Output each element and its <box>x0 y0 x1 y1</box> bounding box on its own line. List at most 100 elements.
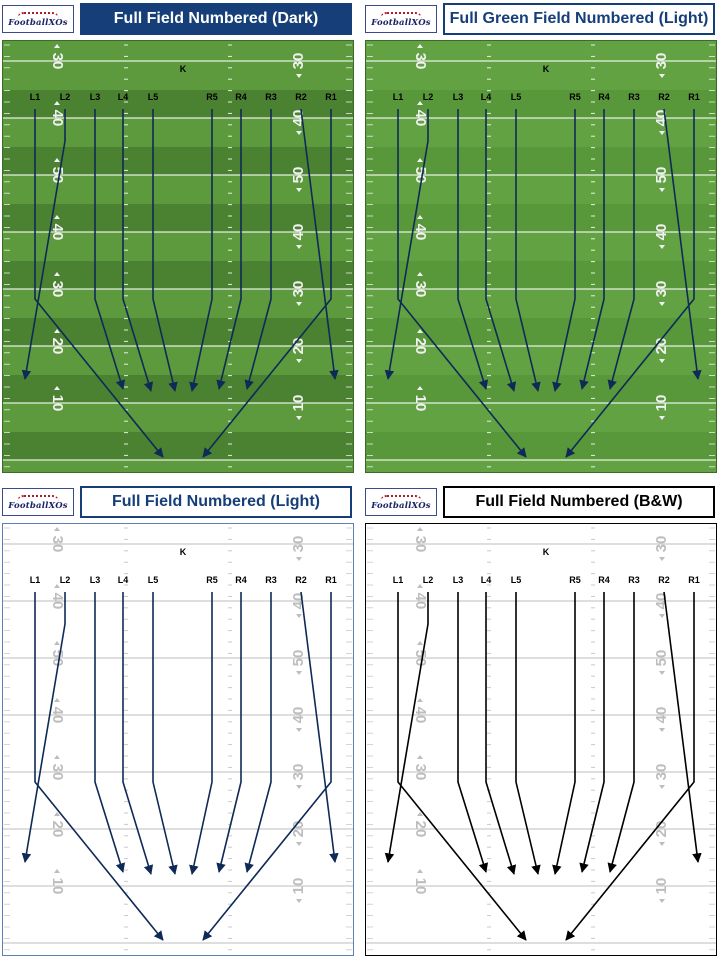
yard-direction-icon <box>296 557 302 561</box>
turf-stripe <box>366 346 716 375</box>
player-label-l5: L5 <box>147 92 159 102</box>
player-label-r1: R1 <box>688 92 700 102</box>
yard-direction-icon <box>54 812 60 816</box>
yard-number-right: 10 <box>653 395 670 412</box>
route-arrow <box>122 109 154 392</box>
turf-stripe <box>3 375 353 403</box>
player-label-l5: L5 <box>510 92 522 102</box>
yard-direction-icon <box>659 188 665 192</box>
yard-direction-icon <box>54 215 60 219</box>
route-arrow <box>189 109 213 392</box>
yard-direction-icon <box>417 215 423 219</box>
turf-stripe <box>3 118 353 147</box>
yard-direction-icon <box>659 359 665 363</box>
yard-number-right: 40 <box>290 110 307 127</box>
yard-direction-icon <box>54 44 60 48</box>
yard-number-right: 30 <box>290 764 307 781</box>
yard-number-right: 40 <box>290 593 307 610</box>
yard-direction-icon <box>296 416 302 420</box>
route-arrow <box>300 591 339 863</box>
yard-number-left: 10 <box>412 878 429 895</box>
yard-number-left: 10 <box>412 395 429 412</box>
panel-title: Full Field Numbered (Dark) <box>80 3 352 35</box>
yard-number-right: 50 <box>653 167 670 184</box>
yard-number-left: 50 <box>49 167 66 184</box>
yard-number-left: 40 <box>412 110 429 127</box>
yard-direction-icon <box>296 728 302 732</box>
route-arrow <box>607 109 635 390</box>
turf-stripe <box>366 175 716 204</box>
player-label-r3: R3 <box>265 575 277 585</box>
route-arrow <box>565 592 695 941</box>
yard-number-right: 30 <box>290 281 307 298</box>
route-arrow <box>152 592 178 875</box>
player-label-r5: R5 <box>206 575 218 585</box>
turf-stripe <box>366 90 716 118</box>
yard-number-right: 10 <box>290 878 307 895</box>
yard-direction-icon <box>417 641 423 645</box>
player-label-l3: L3 <box>89 575 101 585</box>
yard-number-right: 40 <box>653 593 670 610</box>
logo-text: FootballXOs <box>371 501 431 511</box>
yard-direction-icon <box>659 74 665 78</box>
yard-direction-icon <box>659 557 665 561</box>
yard-direction-icon <box>296 671 302 675</box>
yard-direction-icon <box>417 698 423 702</box>
route-arrow <box>94 109 126 390</box>
route-arrow <box>34 109 164 458</box>
turf-stripe <box>3 175 353 204</box>
player-label-r5: R5 <box>569 575 581 585</box>
yard-direction-icon <box>659 614 665 618</box>
player-label-l2: L2 <box>422 92 434 102</box>
player-label-l4: L4 <box>480 575 492 585</box>
route-arrow <box>216 592 242 873</box>
yard-number-right: 20 <box>653 338 670 355</box>
route-arrow <box>663 591 702 863</box>
footballxos-logo: FootballXOs <box>365 488 437 516</box>
route-arrow <box>552 592 576 875</box>
panel-title: Full Field Numbered (Light) <box>80 486 352 518</box>
yard-direction-icon <box>296 359 302 363</box>
route-arrow <box>565 109 695 458</box>
yard-direction-icon <box>417 386 423 390</box>
player-label-l1: L1 <box>29 575 41 585</box>
panel-p1: FootballXOs Full Green Field Numbered (Li… <box>363 0 717 473</box>
route-arrow <box>552 109 576 392</box>
yard-number-left: 20 <box>412 821 429 838</box>
yard-direction-icon <box>417 812 423 816</box>
player-label-l3: L3 <box>89 92 101 102</box>
turf-stripe <box>3 261 353 289</box>
player-label-r4: R4 <box>598 575 610 585</box>
panel-title: Full Green Field Numbered (Light) <box>443 3 715 35</box>
player-label-r2: R2 <box>658 92 670 102</box>
yard-direction-icon <box>54 869 60 873</box>
turf-stripe <box>366 261 716 289</box>
route-arrow <box>607 592 635 873</box>
yard-number-left: 40 <box>412 707 429 724</box>
yard-direction-icon <box>417 755 423 759</box>
route-arrow <box>244 592 272 873</box>
route-arrow <box>397 592 527 941</box>
yard-number-right: 30 <box>653 536 670 553</box>
player-label-r1: R1 <box>325 575 337 585</box>
yard-direction-icon <box>296 614 302 618</box>
route-arrow <box>122 592 154 875</box>
footballxos-logo: FootballXOs <box>365 5 437 33</box>
logo-text: FootballXOs <box>371 18 431 28</box>
yard-number-right: 20 <box>653 821 670 838</box>
yard-direction-icon <box>659 671 665 675</box>
yard-direction-icon <box>296 74 302 78</box>
yard-number-left: 10 <box>49 395 66 412</box>
yard-number-left: 40 <box>49 707 66 724</box>
player-label-l4: L4 <box>117 575 129 585</box>
route-arrow <box>384 592 429 863</box>
route-arrow <box>515 109 541 392</box>
yard-number-right: 40 <box>653 224 670 241</box>
